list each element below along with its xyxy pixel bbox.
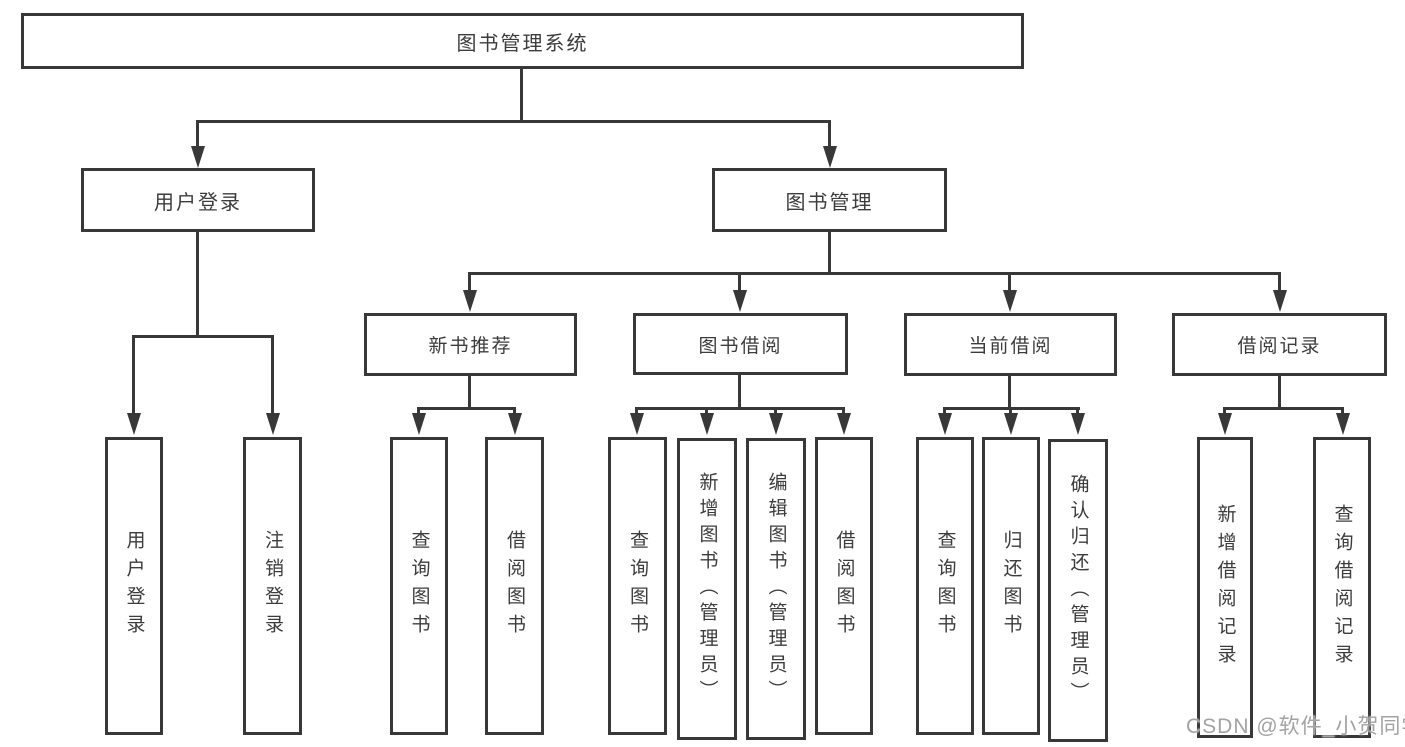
leaf-cb-query-books: 查询图书: [916, 437, 974, 735]
connector-line: [636, 407, 845, 410]
leaf-bb-edit-books-admin-label: 编辑图书（管理员）: [765, 472, 787, 706]
connector-line: [196, 232, 199, 335]
leaf-bb-query-books: 查询图书: [608, 437, 667, 735]
leaf-br-query-record-label: 查询借阅记录: [1331, 503, 1353, 672]
connector-line: [468, 376, 471, 410]
arrowhead-down: [1336, 413, 1350, 435]
connector-line: [828, 232, 831, 272]
connector-line: [635, 407, 638, 415]
arrowhead-down: [1071, 413, 1085, 435]
leaf-bb-query-books-label: 查询图书: [627, 530, 648, 642]
leaf-cb-confirm-return-admin-label: 确认归还（管理员）: [1067, 473, 1089, 708]
connector-line: [738, 272, 741, 292]
leaf-br-query-record: 查询借阅记录: [1313, 437, 1371, 738]
connector-line: [468, 272, 471, 292]
connector-line: [1224, 407, 1344, 410]
arrowhead-down: [463, 290, 477, 312]
connector-line: [738, 374, 741, 410]
connector-line: [469, 272, 1281, 275]
arrowhead-down: [1218, 413, 1232, 435]
node-book-management: 图书管理: [712, 168, 947, 232]
arrowhead-down: [1004, 413, 1018, 435]
arrowhead-down: [733, 290, 747, 312]
connector-line: [132, 335, 135, 413]
connector-line: [1008, 376, 1011, 410]
arrowhead-down: [823, 146, 837, 168]
connector-line: [417, 407, 420, 415]
leaf-bb-borrow-books-label: 借阅图书: [833, 530, 855, 642]
node-user-login: 用户登录: [81, 168, 315, 232]
node-new-book-recommend: 新书推荐: [364, 313, 577, 376]
connector-line: [197, 120, 831, 123]
arrowhead-down: [266, 413, 280, 435]
connector-line: [774, 407, 777, 415]
node-root: 图书管理系统: [21, 13, 1024, 69]
leaf-cb-query-books-label: 查询图书: [934, 530, 956, 642]
leaf-br-add-record-label: 新增借阅记录: [1214, 503, 1236, 672]
connector-line: [842, 407, 845, 415]
connector-line: [133, 335, 274, 338]
leaf-bb-add-books-admin: 新增图书（管理员）: [677, 438, 737, 740]
arrowhead-down: [837, 413, 851, 435]
node-borrow-records: 借阅记录: [1172, 313, 1387, 376]
arrowhead-down: [412, 413, 426, 435]
connector-line: [1223, 407, 1226, 415]
connector-line: [271, 335, 274, 413]
leaf-cb-confirm-return-admin: 确认归还（管理员）: [1048, 439, 1108, 742]
connector-line: [520, 69, 523, 120]
connector-line: [1076, 407, 1079, 415]
csdn-watermark: CSDN @软件_小贺同学: [1186, 715, 1405, 738]
arrowhead-down: [769, 413, 783, 435]
connector-line: [1009, 407, 1012, 415]
connector-line: [1008, 272, 1011, 292]
arrowhead-down: [508, 413, 522, 435]
leaf-bb-edit-books-admin: 编辑图书（管理员）: [746, 438, 806, 740]
connector-line: [705, 407, 708, 415]
arrowhead-down: [700, 413, 714, 435]
connector-line: [418, 407, 516, 410]
node-book-borrow: 图书借阅: [633, 313, 848, 375]
leaf-nb-borrow-books: 借阅图书: [485, 437, 544, 735]
leaf-user-login: 用户登录: [105, 437, 163, 735]
arrowhead-down: [1273, 290, 1287, 312]
leaf-bb-borrow-books: 借阅图书: [815, 437, 873, 735]
connector-line: [943, 407, 946, 415]
leaf-logout-label: 注销登录: [262, 530, 283, 642]
connector-line: [196, 120, 199, 148]
leaf-cb-return-books: 归还图书: [982, 437, 1040, 735]
arrowhead-down: [127, 413, 141, 435]
leaf-nb-query-books-label: 查询图书: [408, 530, 430, 642]
arrowhead-down: [1003, 290, 1017, 312]
leaf-br-add-record: 新增借阅记录: [1197, 437, 1253, 738]
connector-line: [513, 407, 516, 415]
connector-line: [1341, 407, 1344, 415]
leaf-cb-return-books-label: 归还图书: [1000, 530, 1022, 642]
connector-line: [828, 120, 831, 148]
leaf-user-login-label: 用户登录: [123, 530, 145, 642]
node-current-borrow: 当前借阅: [904, 313, 1117, 376]
arrowhead-down: [630, 413, 644, 435]
arrowhead-down: [938, 413, 952, 435]
leaf-nb-query-books: 查询图书: [390, 437, 448, 735]
leaf-logout: 注销登录: [243, 437, 302, 735]
connector-line: [944, 407, 1080, 410]
leaf-nb-borrow-books-label: 借阅图书: [504, 530, 525, 642]
connector-line: [1278, 376, 1281, 410]
arrowhead-down: [191, 146, 205, 168]
leaf-bb-add-books-admin-label: 新增图书（管理员）: [696, 472, 718, 706]
connector-line: [1278, 272, 1281, 292]
